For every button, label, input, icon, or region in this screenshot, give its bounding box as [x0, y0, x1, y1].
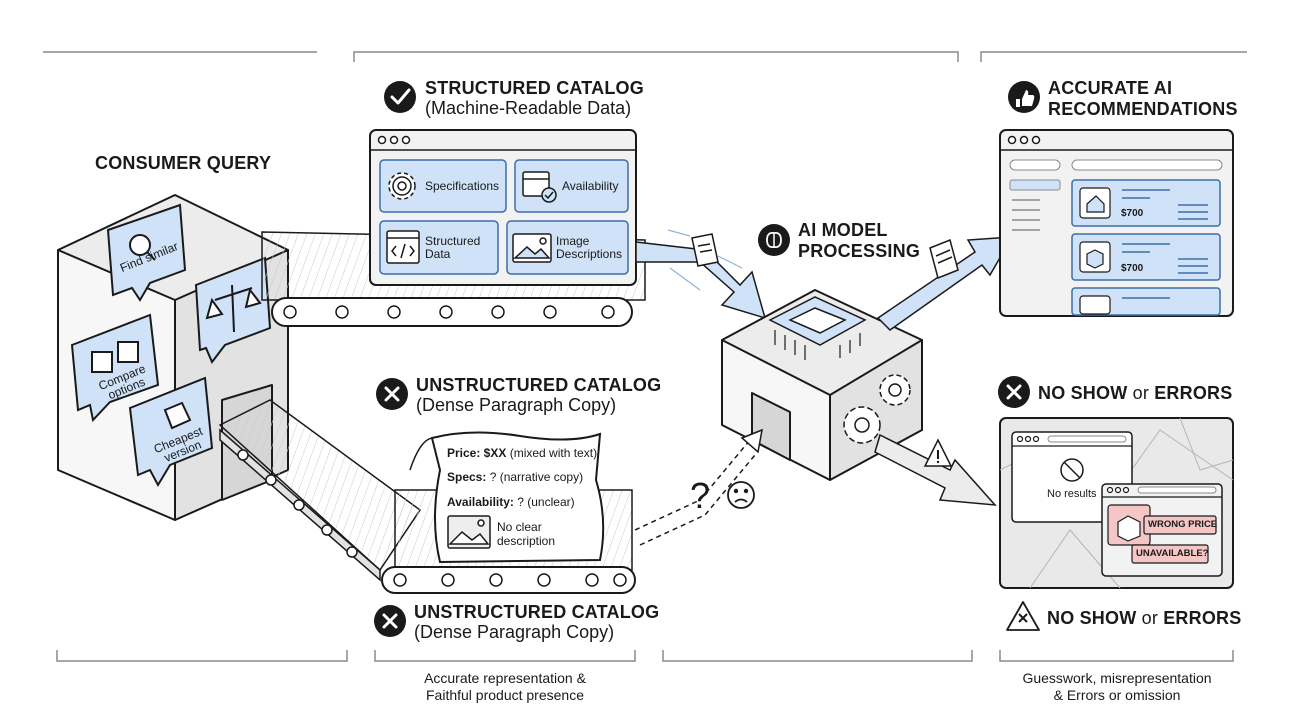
- card-specifications: Specifications: [425, 179, 500, 193]
- caption-right: Guesswork, misrepresentation& Errors or …: [1022, 670, 1212, 703]
- price-2: $700: [1121, 263, 1144, 274]
- paper-no-desc-1: No clear: [497, 520, 542, 534]
- no-results-label: No results: [1047, 488, 1097, 500]
- consumer-title: CONSUMER QUERY: [95, 153, 272, 173]
- accurate-title-1: ACCURATE AI: [1048, 78, 1173, 98]
- question-mark: ?: [690, 475, 710, 516]
- document-icon: [691, 233, 719, 267]
- accurate-title-2: RECOMMENDATIONS: [1048, 99, 1238, 119]
- dashed-arrow: [634, 428, 763, 546]
- unavailable-label: UNAVAILABLE?: [1136, 548, 1209, 559]
- confused-face-icon: [727, 481, 755, 509]
- error-panel: [999, 417, 1234, 589]
- arrow-ai-to-errors: [874, 433, 997, 506]
- card-image-descriptions: Image Descriptions: [556, 234, 623, 261]
- gears-icon: [843, 374, 911, 444]
- bubble-scales: [194, 256, 272, 364]
- arrow-ai-to-accurate: [876, 236, 1014, 331]
- wrong-price-label: WRONG PRICE: [1148, 519, 1218, 530]
- errors-title: NO SHOW or ERRORS: [1038, 383, 1233, 403]
- ai-title-1: AI MODEL: [798, 220, 888, 240]
- calendar-icon: [522, 171, 557, 203]
- gear-icon: [388, 172, 416, 200]
- bottom-brackets: [56, 650, 1234, 662]
- structured-subtitle: (Machine-Readable Data): [425, 98, 632, 118]
- structured-title: STRUCTURED CATALOG: [425, 78, 644, 98]
- structured-window: [369, 129, 637, 286]
- document-icon-2: [929, 238, 959, 280]
- warning-x-badge: [1006, 601, 1040, 631]
- paper-line-availability: Availability: ? (unclear): [447, 495, 575, 509]
- ai-box: [721, 289, 923, 481]
- arrow-structured-to-ai: [635, 229, 767, 320]
- bubble-compare: [70, 313, 160, 423]
- bubble-find-similar: [106, 203, 187, 302]
- paper-no-desc-2: description: [497, 534, 556, 548]
- unstructured-subtitle-top: (Dense Paragraph Copy): [416, 395, 617, 415]
- top-dividers: [43, 51, 1247, 62]
- unstructured-subtitle-bottom: (Dense Paragraph Copy): [414, 622, 615, 642]
- x-badge-errors: [998, 376, 1030, 408]
- paper-line-price: Price: $XX (mixed with text): [447, 446, 598, 460]
- bubble-cheapest: [128, 376, 214, 488]
- accurate-browser: [999, 129, 1234, 317]
- check-badge: [384, 81, 416, 113]
- x-badge-top: [376, 378, 408, 410]
- caption-left: Accurate representation &Faithful produc…: [424, 670, 586, 703]
- brain-badge: [758, 224, 790, 256]
- price-1: $700: [1121, 208, 1144, 219]
- unstructured-title-top: UNSTRUCTURED CATALOG: [416, 375, 662, 395]
- image-placeholder-icon: [447, 515, 491, 549]
- brain-chip-icon: [768, 296, 867, 360]
- x-badge-bottom: [374, 605, 406, 637]
- image-icon: [512, 233, 552, 263]
- paper-line-specs: Specs: ? (narrative copy): [447, 470, 584, 484]
- unstructured-title-bottom: UNSTRUCTURED CATALOG: [414, 602, 660, 622]
- errors-title-bottom: NO SHOW or ERRORS: [1047, 608, 1242, 628]
- prohibited-icon: [1060, 458, 1084, 482]
- card-structured-data: Structured Data: [425, 234, 481, 261]
- ai-title-2: PROCESSING: [798, 241, 921, 261]
- code-icon: [386, 230, 420, 264]
- card-availability: Availability: [562, 179, 619, 193]
- warning-icon: [923, 438, 953, 467]
- paper-sheet: [409, 431, 605, 564]
- thumbs-up-badge: [1008, 81, 1040, 113]
